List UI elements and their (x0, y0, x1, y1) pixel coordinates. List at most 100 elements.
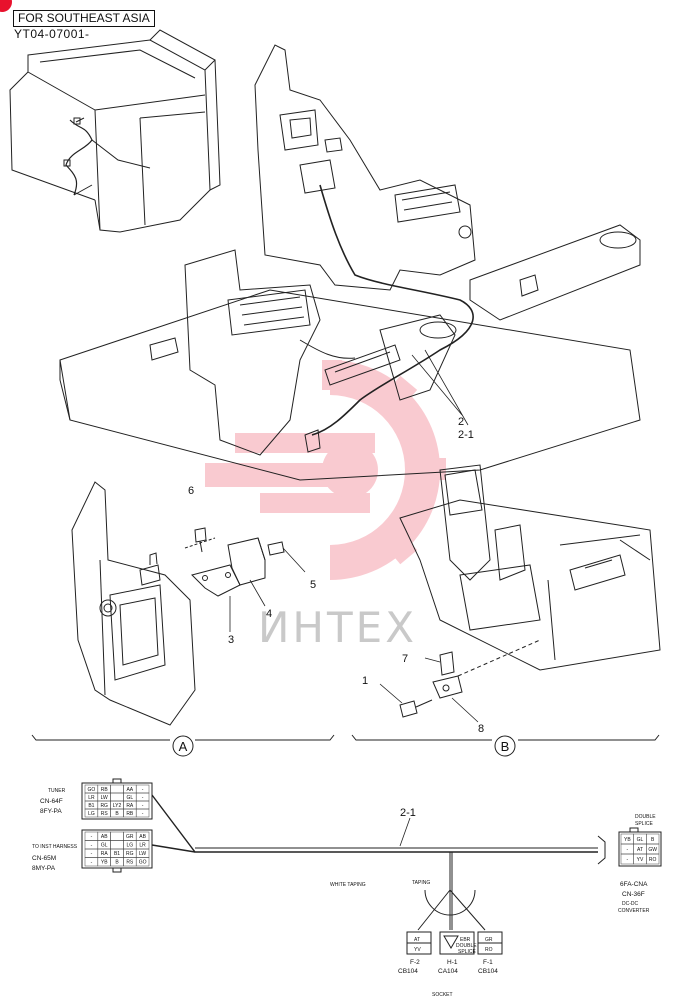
cn36f-pin-label: RO (649, 857, 657, 863)
cn65m-pin-label: - (91, 851, 93, 857)
callout-6: 6 (188, 485, 194, 497)
cn64f-line-1: TUNER (48, 788, 66, 794)
cn64f-pin-label: RA (126, 803, 134, 809)
cn64f-pin-label: - (142, 787, 144, 793)
cn64f-pin-label: GO (88, 787, 96, 793)
cn65m-pin-cell (110, 831, 124, 841)
white-taping-label: WHITE TAPING (330, 882, 366, 888)
cn36f-line-3: DC-DC (622, 901, 638, 907)
cn36f-pin-label: GL (637, 837, 644, 843)
f2-pin-2: YV (414, 947, 421, 953)
cn64f-line-3: 8FY-PA (40, 808, 62, 815)
section-a-drawing (71, 481, 306, 726)
f1-pin-2: RO (485, 947, 493, 953)
callout-7: 7 (402, 653, 408, 665)
seat-drawing (9, 29, 221, 233)
cn65m-pin-label: B1 (114, 851, 120, 857)
cn36f-pin-cell (646, 853, 660, 865)
cn64f-pin-label: B (115, 811, 119, 817)
cn65m-pin-label: YB (101, 860, 108, 866)
cn65m-line-1: TO INST HARNESS (32, 844, 78, 850)
cn65m-pin-label: - (91, 843, 93, 849)
cn36f-pin-label: - (626, 847, 628, 853)
cn64f-pin-label: - (142, 803, 144, 809)
corner-marker (0, 0, 12, 12)
cn65m-pin-cell (110, 840, 124, 850)
cn64f-pin-label: RS (101, 811, 109, 817)
h1-pin-1: EBR (460, 937, 471, 943)
cn65m-pin-cell (135, 857, 150, 867)
cn65m-pin-label: - (91, 860, 93, 866)
cn64f-pin-label: - (142, 811, 144, 817)
cn65m-pin-label: LR (139, 843, 146, 849)
connector-h1 (439, 931, 475, 955)
cn64f-pin-label: B1 (88, 803, 94, 809)
section-b-drawing (379, 464, 661, 723)
callout-3: 3 (228, 634, 234, 646)
cn65m-pin-label: AB (101, 834, 108, 840)
cn65m-pin-label: GL (101, 843, 108, 849)
region-label: FOR SOUTHEAST ASIA (13, 10, 155, 27)
h1-line-1: H-1 (447, 959, 458, 966)
connector-f2 (406, 931, 432, 955)
cn65m-pin-label: GO (139, 860, 147, 866)
cn64f-pin-label: AA (126, 787, 133, 793)
h1-pin-2: DOUBLE (456, 943, 477, 949)
cn36f-top-1: DOUBLE (635, 814, 656, 820)
cn64f-pin-label: RB (101, 787, 109, 793)
f1-pin-1: GR (485, 937, 493, 943)
harness-label: 2-1 (400, 807, 416, 819)
f2-pin-1: AT (414, 937, 420, 943)
cn65m-pin-label: RG (126, 851, 134, 857)
serial-range: YT04-07001- (14, 27, 90, 41)
cn36f-top-2: SPLICE (635, 821, 653, 827)
cn64f-pin-label: LW (101, 795, 108, 801)
cn65m-pin-label: RA (101, 851, 109, 857)
cn65m-pin-label: B (115, 860, 119, 866)
cn36f-pin-label: AT (637, 847, 643, 853)
callout-1: 1 (362, 675, 368, 687)
cn64f-pin-cell (110, 792, 124, 802)
f1-line-1: F-1 (483, 959, 493, 966)
cn64f-pin-cell (110, 784, 124, 794)
cn36f-line-1: 6FA-CNA (620, 881, 648, 888)
socket-label: SOCKET (432, 992, 453, 998)
cn64f-line-2: CN-64F (40, 798, 63, 805)
cn64f-pin-label: LG (88, 811, 95, 817)
console-drawing (59, 44, 641, 481)
cn64f-pin-cell (135, 808, 150, 818)
cn65m-pin-label: AB (139, 834, 146, 840)
f2-line-1: F-2 (410, 959, 420, 966)
cn36f-line-2: CN-36F (622, 891, 645, 898)
h1-pin-3: SPLICE (458, 949, 476, 955)
cn64f-pin-label: RB (126, 811, 134, 817)
cn36f-pin-label: YB (624, 837, 631, 843)
cn65m-pin-label: - (91, 834, 93, 840)
callout-8: 8 (478, 723, 484, 735)
cn64f-pin-label: - (142, 795, 144, 801)
cn64f-pin-label: LR (88, 795, 95, 801)
harness-schematic (151, 794, 606, 931)
connector-f1 (477, 931, 503, 955)
cn65m-pin-label: RS (126, 860, 134, 866)
f1-line-2: CB104 (478, 968, 498, 975)
section-a-label: A (179, 739, 188, 754)
callout-4: 4 (266, 608, 272, 620)
h1-line-2: CA104 (438, 968, 458, 975)
cn36f-pin-label: YV (637, 857, 644, 863)
callout-2-1: 2-1 (458, 429, 474, 441)
watermark-text: ИНТЕХ (258, 603, 417, 652)
cn64f-pin-label: RG (100, 803, 108, 809)
cn36f-pin-label: - (626, 857, 628, 863)
callout-2: 2 (458, 416, 464, 428)
cn65m-pin-label: LW (139, 851, 146, 857)
f2-line-2: CB104 (398, 968, 418, 975)
watermark-gear-logo (205, 360, 446, 580)
cn64f-pin-label: GL (126, 795, 133, 801)
callout-5: 5 (310, 579, 316, 591)
